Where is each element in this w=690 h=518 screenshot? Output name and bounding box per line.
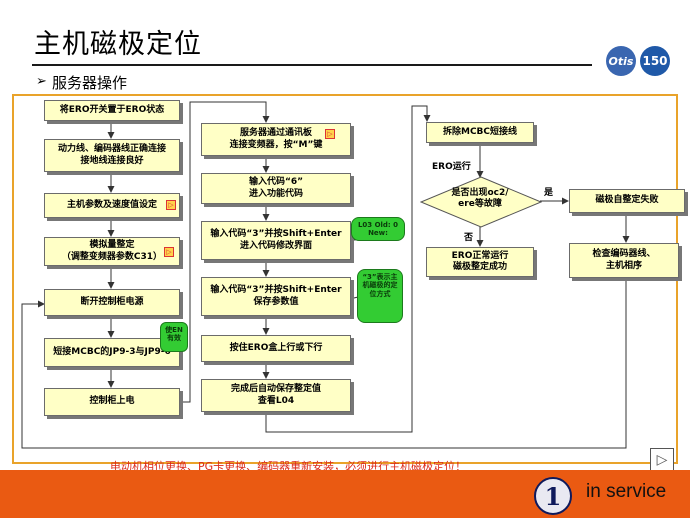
no-label: 否 (464, 233, 474, 243)
number-one-badge: 1 (534, 477, 572, 515)
step-code-3-modify: 输入代码“3”并按Shift+Enter 进入代码修改界面 (201, 221, 351, 260)
step-param-setting: 主机参数及速度值设定 (44, 193, 180, 218)
next-slide-button[interactable]: ▷ (650, 448, 674, 472)
step-code-3-save: 输入代码“3”并按Shift+Enter 保存参数值 (201, 277, 351, 316)
play-link-icon[interactable]: ▷ (164, 247, 174, 257)
yes-label: 是 (544, 188, 554, 198)
callout-l03-old-new: L03 Old: 0 New: (351, 217, 405, 241)
step-connect-inverter: 服务器通过通讯板 连接变频器，按“M”键 (201, 123, 351, 156)
anniversary-150-logo: 150 (640, 46, 670, 76)
callout-enable-en: 使EN有效 (160, 322, 188, 352)
step-check-encoder: 检查编码器线、 主机相序 (569, 243, 679, 278)
step-remove-mcbc-short: 拆除MCBC短接线 (426, 122, 534, 143)
footer-bar (0, 470, 690, 518)
step-power-off: 断开控制柜电源 (44, 289, 180, 316)
step-auto-save-l04: 完成后自动保存整定值 查看L04 (201, 379, 351, 412)
footer-slogan: in service (586, 481, 667, 502)
result-success: ERO正常运行 磁极整定成功 (426, 247, 534, 277)
play-link-icon[interactable]: ▷ (325, 129, 335, 139)
step-enter-code-6: 输入代码“6” 进入功能代码 (201, 173, 351, 204)
warning-note: 电动机相位更换、PG卡更换、编码器重新安装，必须进行主机磁极定位！ (110, 460, 467, 473)
callout-mode-3-note: “3”表示主机磁极的定位方式 (357, 269, 403, 323)
step-power-on: 控制柜上电 (44, 388, 180, 416)
step-ero-switch: 将ERO开关置于ERO状态 (44, 100, 180, 121)
step-short-jp9: 短接MCBC的JP9-3与JP9-6 (44, 338, 180, 367)
page-title: 主机磁极定位 (34, 29, 202, 60)
step-wiring-check: 动力线、编码器线正确连接 接地线连接良好 (44, 139, 180, 172)
decision-fault-question: 是否出现oc2/ ere等故障 (451, 188, 509, 210)
step-ero-up-down: 按住ERO盒上行或下行 (201, 335, 351, 362)
section-subtitle: 服务器操作 (52, 74, 128, 92)
bullet-arrow-icon: ➢ (36, 74, 47, 89)
play-link-icon[interactable]: ▷ (166, 200, 176, 210)
step-analog-tuning: 模拟量整定 （调整变频器参数C31） (44, 237, 180, 266)
title-underline (32, 64, 592, 66)
decision-diamond (420, 176, 542, 228)
result-failure: 磁极自整定失败 (569, 189, 685, 213)
otis-logo: Otis (606, 46, 636, 76)
ero-run-label: ERO运行 (432, 162, 471, 172)
